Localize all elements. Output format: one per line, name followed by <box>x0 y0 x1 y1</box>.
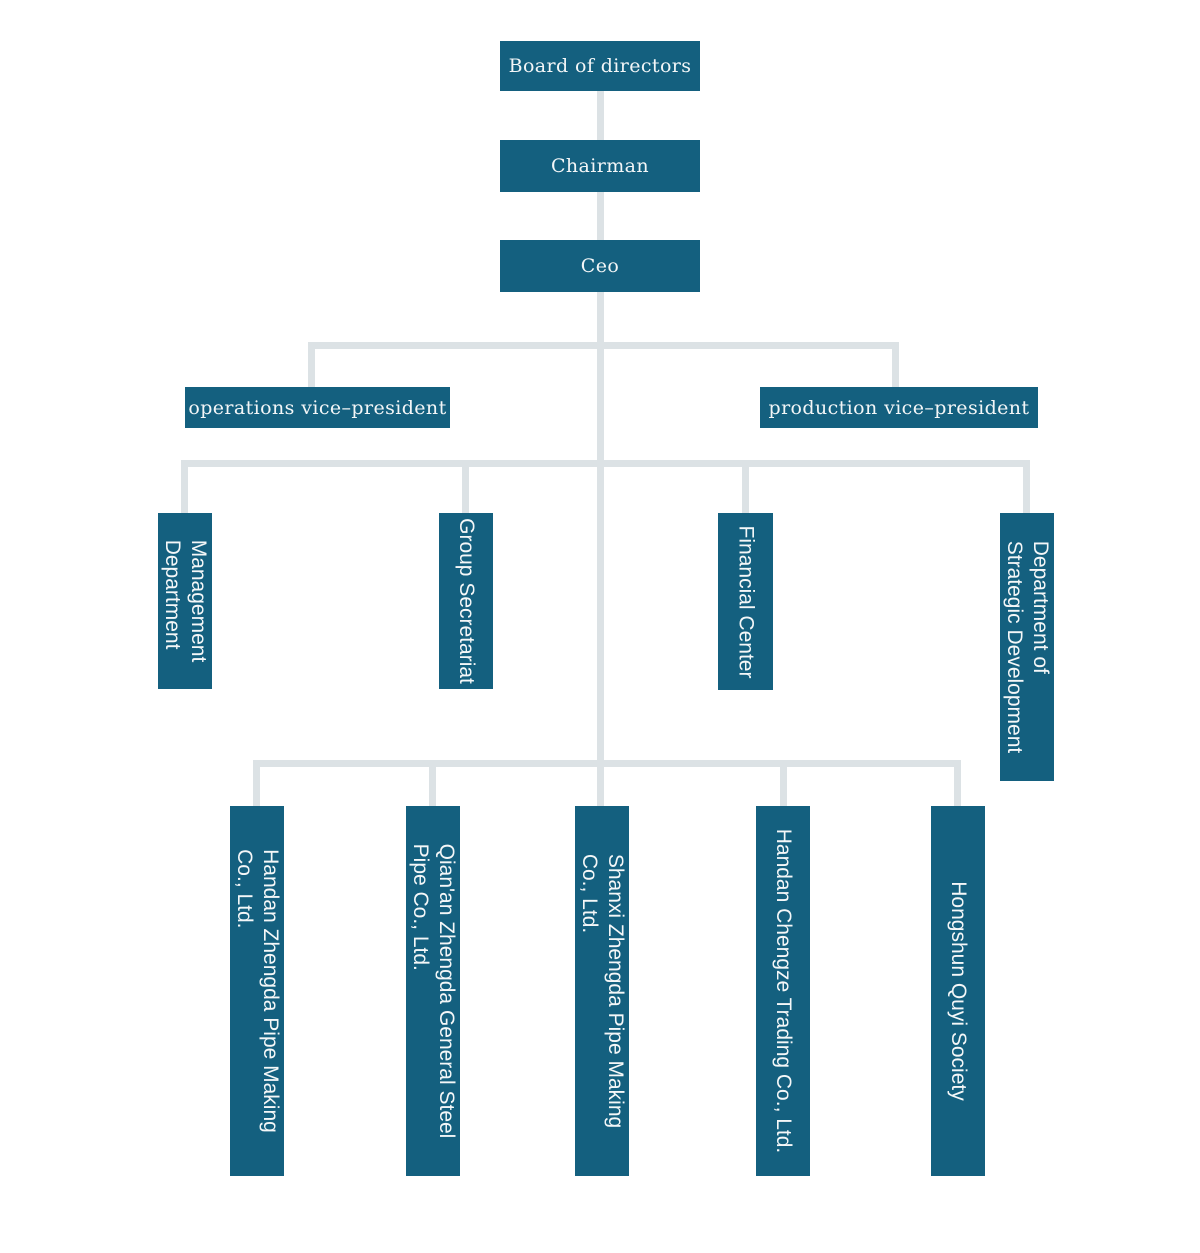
node-hongshun-quyi-society: Hongshun Quyi Society <box>931 806 985 1176</box>
node-handan-zhengda-pipe: Handan Zhengda Pipe Making Co., Ltd. <box>230 806 284 1176</box>
connector-drop-operations-vp <box>308 342 315 387</box>
connector-drop-management-dept <box>181 460 188 513</box>
connector-subsidiaries-horizontal <box>253 760 961 767</box>
node-operations-vice-president: operations vice–president <box>185 387 450 428</box>
connector-drop-handan-zhengda <box>253 760 260 806</box>
connector-ceo-trunk <box>597 292 604 806</box>
connector-drop-group-secretariat <box>462 460 469 513</box>
node-group-secretariat: Group Secretariat <box>439 513 493 689</box>
node-handan-chengze-trading-label: Handan Chengze Trading Co., Ltd. <box>772 828 795 1154</box>
node-shanxi-zhengda-pipe: Shanxi Zhengda Pipe Making Co., Ltd. <box>575 806 629 1176</box>
node-shanxi-zhengda-pipe-label: Shanxi Zhengda Pipe Making Co., Ltd. <box>578 853 627 1129</box>
node-ceo: Ceo <box>500 240 700 292</box>
node-strategic-development-department: Department of Strategic Development <box>1000 513 1054 781</box>
node-handan-zhengda-pipe-label: Handan Zhengda Pipe Making Co., Ltd. <box>233 849 282 1133</box>
connector-board-chairman <box>597 91 604 140</box>
node-board-of-directors: Board of directors <box>500 41 700 91</box>
node-qianan-zhengda-steel-pipe-label: Qian'an Zhengda General Steel Pipe Co., … <box>409 843 458 1139</box>
node-hongshun-quyi-society-label: Hongshun Quyi Society <box>947 881 970 1101</box>
connector-drop-handan-chengze <box>780 760 787 806</box>
node-handan-chengze-trading: Handan Chengze Trading Co., Ltd. <box>756 806 810 1176</box>
node-chairman: Chairman <box>500 140 700 192</box>
connector-drop-financial-center <box>742 460 749 513</box>
connector-drop-production-vp <box>892 342 899 387</box>
node-financial-center-label: Financial Center <box>734 525 758 678</box>
node-management-department: Management Department <box>158 513 212 689</box>
node-strategic-development-department-label: Department of Strategic Development <box>1003 540 1052 754</box>
connector-chairman-ceo <box>597 192 604 240</box>
node-qianan-zhengda-steel-pipe: Qian'an Zhengda General Steel Pipe Co., … <box>406 806 460 1176</box>
connector-drop-hongshun <box>954 760 961 806</box>
connector-drop-qianan-zhengda <box>429 760 436 806</box>
node-financial-center: Financial Center <box>718 513 773 690</box>
node-production-vice-president: production vice–president <box>760 387 1038 428</box>
node-group-secretariat-label: Group Secretariat <box>455 518 478 684</box>
connector-vp-horizontal <box>308 342 899 349</box>
node-management-department-label: Management Department <box>161 539 210 663</box>
connector-departments-horizontal <box>181 460 1030 467</box>
connector-drop-strategic-dept <box>1023 460 1030 513</box>
